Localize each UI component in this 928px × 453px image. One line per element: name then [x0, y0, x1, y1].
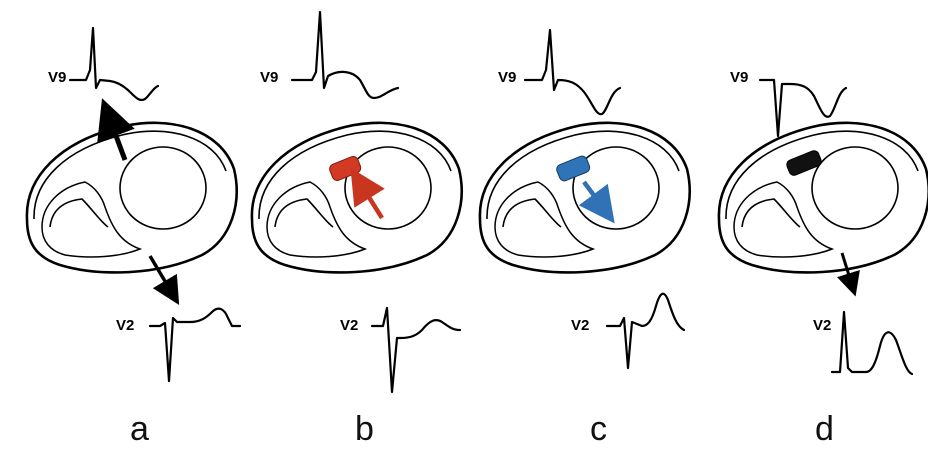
heart-cross-section-c: [478, 121, 691, 274]
vector-arrow-b: [350, 167, 385, 220]
lesion-marker-d: [786, 150, 822, 176]
vector-arrow-a-up: [97, 98, 135, 161]
panel-letter-c: c: [590, 410, 607, 448]
ecg-trace-v9-a: [68, 26, 160, 102]
lead-label-v9-d: V9: [730, 69, 748, 86]
lead-label-v9-c: V9: [498, 69, 516, 86]
lead-label-v9-b: V9: [260, 69, 278, 86]
ecg-trace-v2-c: [605, 292, 686, 370]
heart-cross-section-d: [717, 121, 928, 274]
vector-arrow-d: [836, 252, 860, 297]
ecg-trace-v9-d: [758, 78, 848, 138]
lead-label-v2-b: V2: [340, 317, 358, 334]
ecg-trace-v9-c: [523, 28, 622, 116]
ecg-trace-v2-d: [830, 310, 914, 376]
vector-arrow-c: [578, 180, 615, 224]
panel-c: V9 V2 c: [478, 28, 691, 448]
lead-label-v2-a: V2: [116, 317, 134, 334]
ecg-trace-v9-b: [290, 10, 400, 100]
panel-letter-b: b: [355, 410, 374, 448]
ecg-trace-v2-a: [148, 307, 242, 383]
panel-letter-a: a: [130, 410, 149, 448]
lesion-marker-c: [556, 155, 591, 182]
panel-a: V9 V2 a: [25, 26, 242, 448]
vector-arrow-a-down: [148, 255, 180, 306]
lead-label-v9-a: V9: [48, 69, 66, 86]
lead-label-v2-d: V2: [813, 317, 831, 334]
heart-cross-section-a: [25, 121, 238, 274]
lead-label-v2-c: V2: [571, 317, 589, 334]
panel-d: V9 V2 d: [717, 69, 928, 448]
panel-b: V9 V2 b: [250, 10, 463, 448]
ecg-trace-v2-b: [370, 306, 462, 394]
heart-cross-section-b: [250, 121, 463, 274]
panel-letter-d: d: [815, 410, 834, 448]
